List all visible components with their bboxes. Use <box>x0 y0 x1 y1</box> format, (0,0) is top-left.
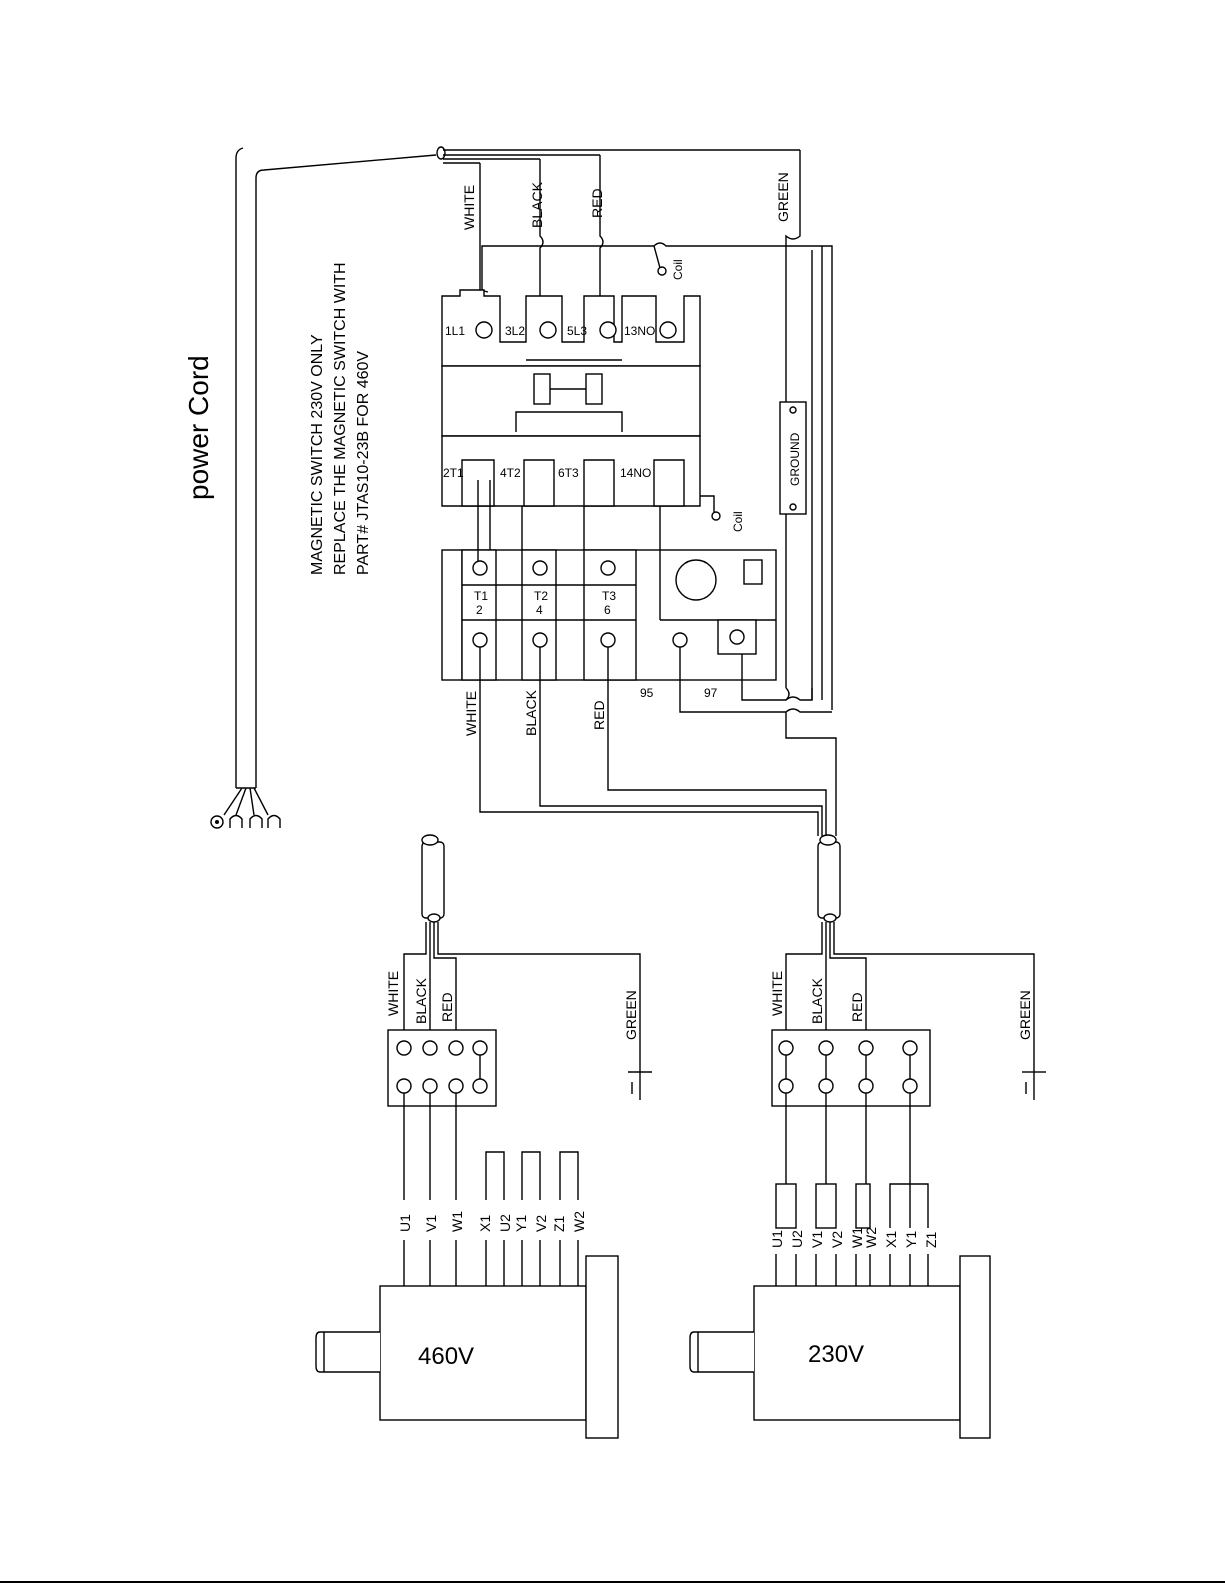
lead-230-Y1: Y1 <box>903 1231 919 1248</box>
magnetic-switch-note: MAGNETIC SWITCH 230V ONLY REPLACE THE MA… <box>309 262 372 575</box>
motor-460-voltage: 460V <box>418 1343 474 1370</box>
lead-460-U1: U1 <box>397 1214 413 1232</box>
term-3L2: 3L2 <box>505 324 525 338</box>
lead-labels-230: U1 U2 V1 V2 W1 W2 X1 Y1 Z1 <box>769 1227 939 1248</box>
lead-230-U1: U1 <box>769 1230 785 1248</box>
overload-t1: T1 <box>474 589 488 603</box>
lead-460-Y1: Y1 <box>513 1215 529 1232</box>
lead-230-W1: W1 <box>849 1227 865 1248</box>
lead-460-V2: V2 <box>533 1215 549 1232</box>
term-4T2: 4T2 <box>500 466 521 480</box>
lead-230-W2: W2 <box>863 1227 879 1248</box>
lead-460-Z1: Z1 <box>551 1215 567 1232</box>
ground-block <box>779 246 823 700</box>
lead-230-V1: V1 <box>809 1231 825 1248</box>
j460-red-label: RED <box>439 992 455 1022</box>
j230-black-label: BLACK <box>809 977 825 1024</box>
j460-white-label: WHITE <box>385 971 401 1016</box>
lead-230-V2: V2 <box>829 1231 845 1248</box>
overload-6: 6 <box>604 603 611 617</box>
motor-460 <box>315 1255 619 1439</box>
terminal-block-230 <box>771 1029 931 1107</box>
motor-red-label: RED <box>591 700 607 730</box>
contactor <box>441 289 701 507</box>
term-5L3: 5L3 <box>567 324 587 338</box>
j230-white-label: WHITE <box>769 971 785 1016</box>
lead-460-V1: V1 <box>423 1215 439 1232</box>
overload-4: 4 <box>536 603 543 617</box>
terminal-block-460 <box>387 1029 497 1107</box>
leads-460 <box>403 1093 579 1200</box>
note-line-1: MAGNETIC SWITCH 230V ONLY <box>309 334 326 575</box>
term-13NO: 13NO <box>624 324 655 338</box>
lead-230-U2: U2 <box>789 1230 805 1248</box>
note-line-2: REPLACE THE MAGNETIC SWITCH WITH <box>332 262 349 575</box>
j460-green-label: GREEN <box>623 990 639 1040</box>
motor-black-label: BLACK <box>523 689 539 736</box>
overload-97: 97 <box>704 686 718 700</box>
coil-label-bottom: Coil <box>731 511 745 532</box>
power-cord-label: power Cord <box>183 355 214 500</box>
cable-230 <box>785 834 1046 1100</box>
ground-block-label: GROUND <box>788 432 802 486</box>
lead-460-W2: W2 <box>571 1211 587 1232</box>
overload-t3: T3 <box>602 589 616 603</box>
lead-230-X1: X1 <box>883 1231 899 1248</box>
term-1L1: 1L1 <box>445 324 465 338</box>
lead-460-W1: W1 <box>449 1211 465 1232</box>
motor-white-label: WHITE <box>463 691 479 736</box>
term-14NO: 14NO <box>620 466 651 480</box>
power-cord <box>210 146 800 829</box>
j230-red-label: RED <box>849 992 865 1022</box>
overload-95: 95 <box>640 686 654 700</box>
cable-460 <box>403 834 652 1100</box>
coil-label-top: Coil <box>671 259 685 280</box>
lead-labels-460: U1 V1 W1 X1 U2 Y1 V2 Z1 W2 <box>397 1211 587 1232</box>
lead-230-Z1: Z1 <box>923 1231 939 1248</box>
motor-230-voltage: 230V <box>808 1341 864 1368</box>
supply-green-label: GREEN <box>775 172 791 222</box>
coil-lead-bottom <box>700 495 715 512</box>
overload-t2: T2 <box>534 589 548 603</box>
lead-stubs-230 <box>775 1254 929 1286</box>
j230-green-label: GREEN <box>1017 990 1033 1040</box>
overload-relay <box>441 480 777 681</box>
note-line-3: PART# JTAS10-23B FOR 460V <box>355 351 372 575</box>
motor-feed-wires <box>479 647 837 836</box>
supply-white-label: WHITE <box>461 185 477 230</box>
lead-460-X1: X1 <box>477 1215 493 1232</box>
j460-black-label: BLACK <box>413 977 429 1024</box>
supply-black-label: BLACK <box>529 181 545 228</box>
term-2T1: 2T1 <box>443 466 464 480</box>
leads-230 <box>775 1093 929 1229</box>
overload-2: 2 <box>476 603 483 617</box>
supply-red-label: RED <box>589 188 605 218</box>
lead-460-U2: U2 <box>497 1214 513 1232</box>
lead-stubs-460 <box>403 1240 579 1286</box>
motor-230 <box>689 1255 991 1439</box>
term-6T3: 6T3 <box>558 466 579 480</box>
